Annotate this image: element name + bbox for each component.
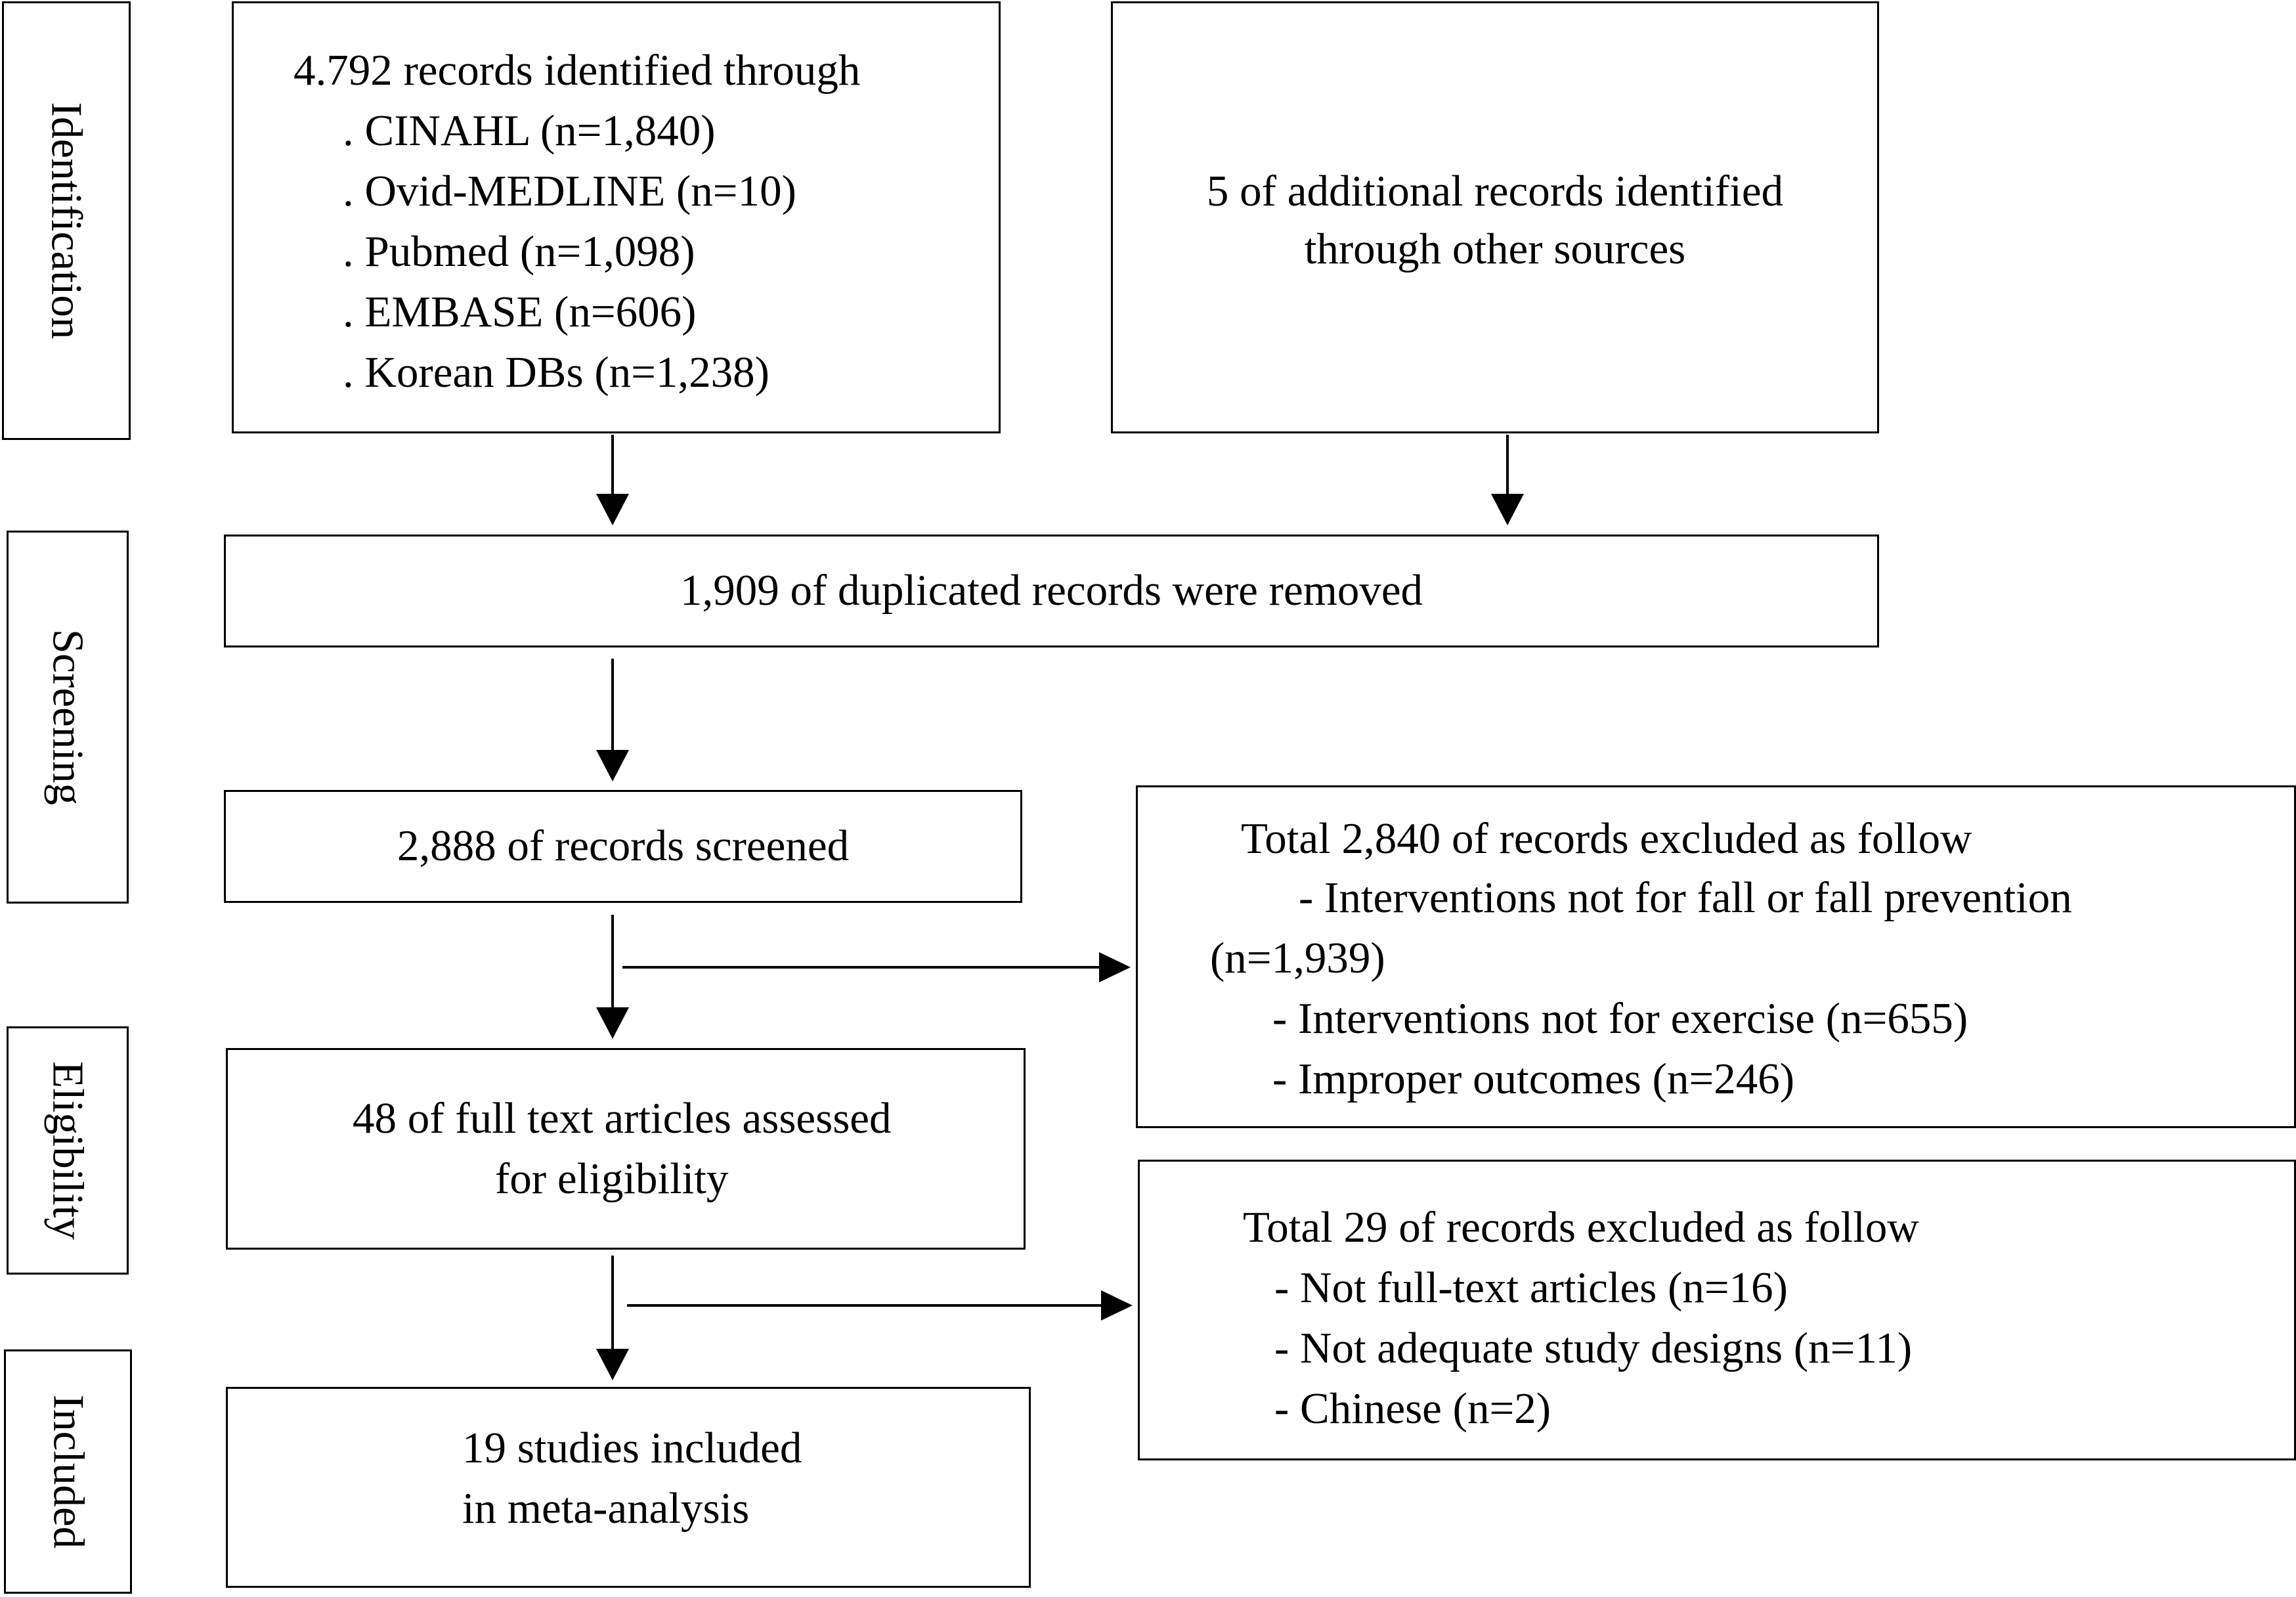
database-item: . Pubmed (n=1,098) (343, 227, 695, 276)
excluded-screening-item: - Interventions not for exercise (n=655) (1272, 994, 1968, 1043)
included-studies-line2: in meta-analysis (462, 1484, 750, 1533)
duplicates-removed-box: 1,909 of duplicated records were removed (224, 535, 1879, 647)
excluded-eligibility-title: Total 29 of records excluded as follow (1243, 1203, 1919, 1252)
arrow-additional-to-duplicates-head (1491, 494, 1524, 525)
records-screened-box: 2,888 of records screened (224, 790, 1022, 903)
databases-title: 4.792 records identified through (293, 46, 861, 95)
excluded-screening-title: Total 2,840 of records excluded as follo… (1241, 814, 1972, 863)
fulltext-assessed-line1: 48 of full text articles assessed (353, 1094, 892, 1143)
excluded-eligibility-box: Total 29 of records excluded as follow -… (1138, 1160, 2296, 1460)
excluded-eligibility-item: - Not full-text articles (n=16) (1274, 1263, 1788, 1312)
duplicates-removed-text: 1,909 of duplicated records were removed (680, 566, 1423, 615)
excluded-screening-box: Total 2,840 of records excluded as follo… (1136, 785, 2296, 1128)
records-screened-text: 2,888 of records screened (397, 821, 850, 870)
arrow-fulltext-to-included-head (596, 1349, 629, 1380)
additional-records-line1: 5 of additional records identified (1206, 167, 1784, 215)
database-item: . Korean DBs (n=1,238) (343, 348, 769, 397)
fulltext-assessed-line2: for eligibility (495, 1154, 729, 1203)
arrow-databases-to-duplicates-head (596, 494, 629, 525)
arrow-to-excluded-eligibility-head (1101, 1290, 1133, 1321)
databases-box: 4.792 records identified through . CINAH… (232, 1, 1001, 433)
excluded-screening-item: - Improper outcomes (n=246) (1272, 1055, 1795, 1103)
included-studies-line1: 19 studies included (462, 1424, 802, 1472)
stage-eligibility: Eligibility (7, 1026, 129, 1275)
arrow-duplicates-to-screened-head (596, 750, 629, 781)
database-item: . Ovid-MEDLINE (n=10) (343, 167, 796, 215)
database-item: . EMBASE (n=606) (343, 288, 697, 336)
stage-included: Included (4, 1349, 132, 1594)
arrow-screened-to-fulltext-head (596, 1007, 629, 1039)
excluded-eligibility-item: - Chinese (n=2) (1274, 1384, 1551, 1433)
database-item: . CINAHL (n=1,840) (343, 106, 716, 155)
included-studies-box: 19 studies included in meta-analysis (226, 1387, 1031, 1588)
stage-screening: Screening (7, 531, 129, 904)
stage-identification: Identification (2, 1, 131, 440)
additional-records-line2: through other sources (1304, 225, 1686, 273)
excluded-eligibility-item: - Not adequate study designs (n=11) (1274, 1324, 1913, 1372)
excluded-screening-item-cont: (n=1,939) (1210, 934, 1385, 982)
additional-records-box: 5 of additional records identified throu… (1111, 1, 1879, 433)
excluded-screening-item: - Interventions not for fall or fall pre… (1299, 873, 2072, 922)
fulltext-assessed-box: 48 of full text articles assessed for el… (226, 1048, 1026, 1250)
arrow-to-excluded-screening-head (1099, 952, 1131, 982)
